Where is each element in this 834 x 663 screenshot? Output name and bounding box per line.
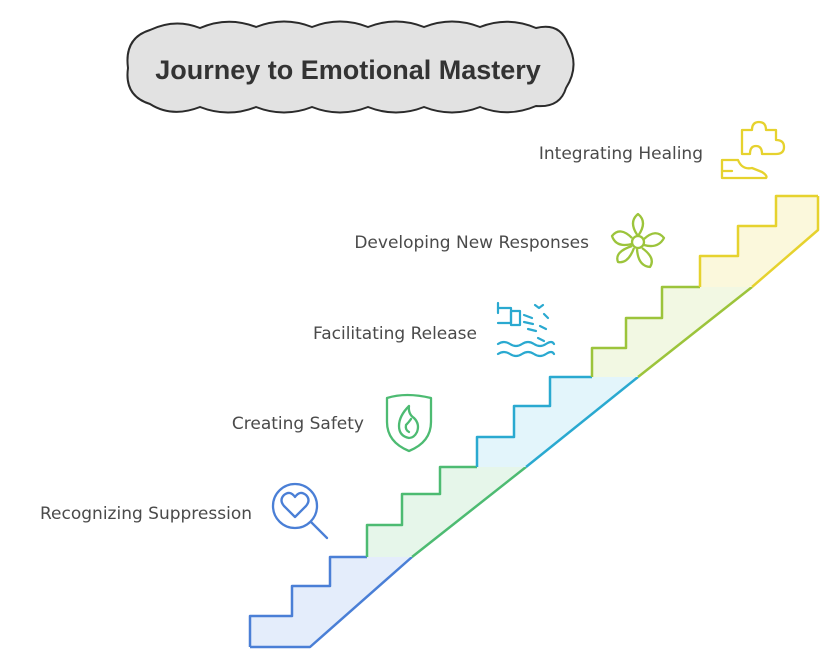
title-cloud: Journey to Emotional Mastery xyxy=(126,20,575,114)
step-label-integrating-healing: Integrating Healing xyxy=(539,144,703,164)
stair-segment-1 xyxy=(248,555,413,649)
step-label-developing-new-responses: Developing New Responses xyxy=(354,233,589,253)
stair-segment-3 xyxy=(475,375,639,468)
puzzle-foot-icon xyxy=(720,120,786,180)
diagram-title: Journey to Emotional Mastery xyxy=(155,55,541,85)
title-cloud-shape xyxy=(126,20,575,114)
step-label-facilitating-release: Facilitating Release xyxy=(313,324,477,344)
step-label-recognizing-suppression: Recognizing Suppression xyxy=(40,504,252,524)
shield-flame-icon xyxy=(385,393,433,453)
flower-icon xyxy=(610,212,666,269)
heart-search-icon xyxy=(271,482,329,540)
stair-segment-4 xyxy=(590,285,753,378)
step-label-creating-safety: Creating Safety xyxy=(232,414,364,434)
stair-segment-5 xyxy=(698,194,820,288)
faucet-water-icon xyxy=(496,301,556,358)
stair-segment-2 xyxy=(365,465,527,558)
